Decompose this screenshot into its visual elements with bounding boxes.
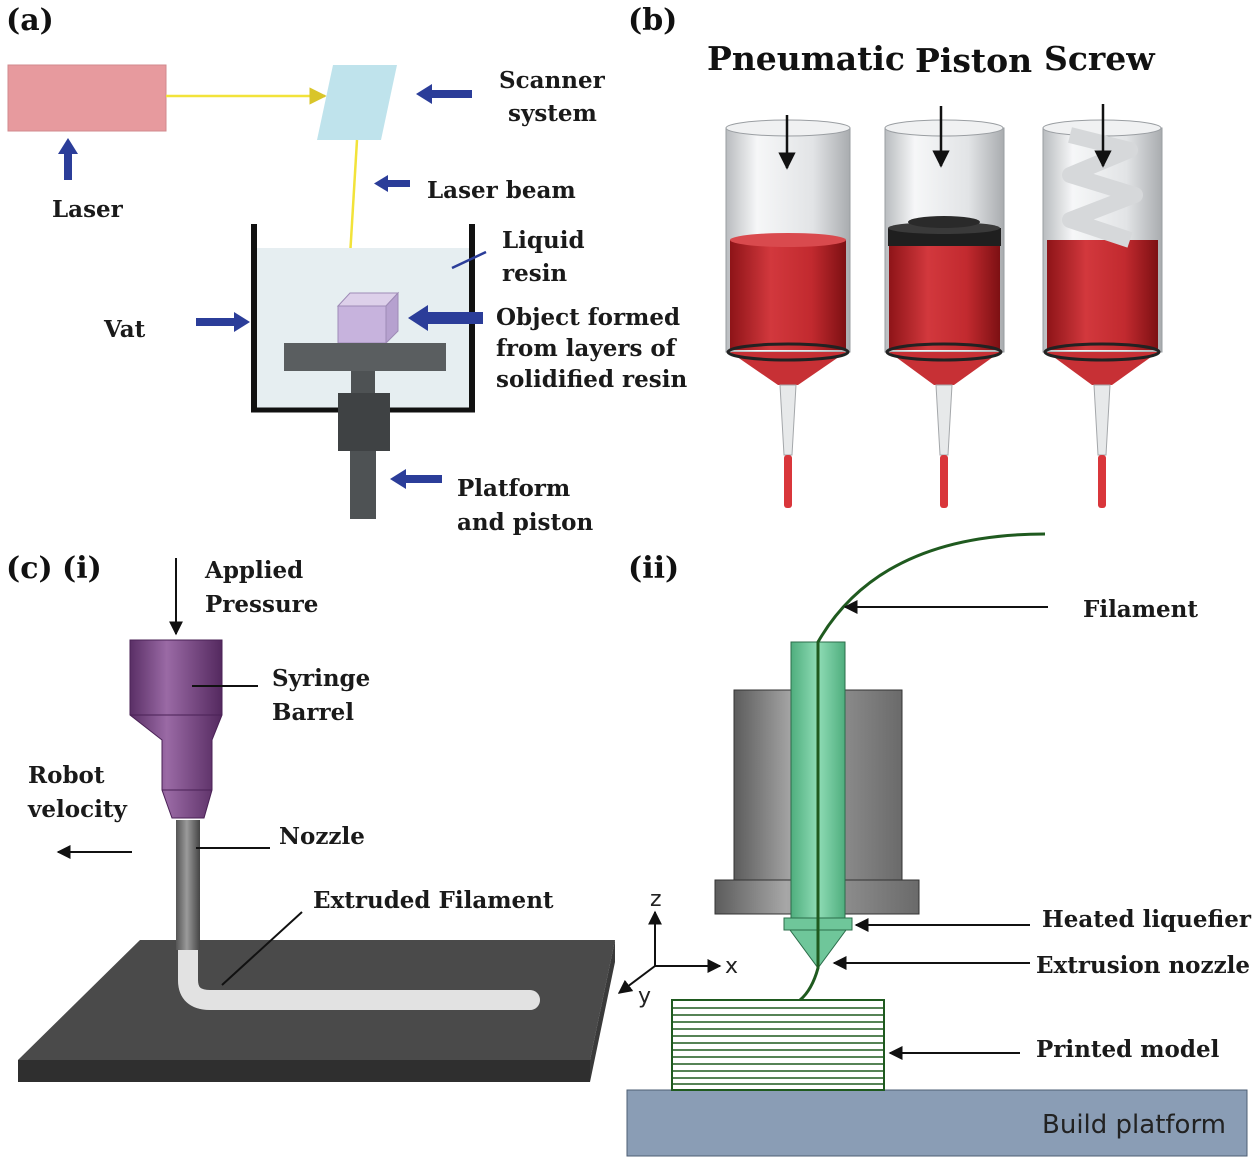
syringe-barrel <box>129 639 223 819</box>
filament-strand <box>799 532 1046 1002</box>
printed-model <box>671 999 885 1091</box>
label-object-3: solidified resin <box>496 366 687 393</box>
syringe-pneumatic <box>725 115 851 508</box>
panel-c-i: (c) (i) Applied Pressure Syringe Barrel … <box>6 551 615 1082</box>
object-cube-front <box>337 305 387 344</box>
label-extruded: Extruded Filament <box>313 887 554 914</box>
label-printed-model: Printed model <box>1036 1036 1220 1063</box>
label-screw: Screw <box>1044 39 1156 78</box>
print-bed-front <box>18 1060 590 1082</box>
label-vat: Vat <box>103 316 146 343</box>
panel-b-tag: (b) <box>628 3 677 38</box>
label-object-1: Object formed <box>496 304 680 331</box>
label-heated-liquefier: Heated liquefier <box>1042 906 1252 933</box>
label-liquid-2: resin <box>502 260 567 287</box>
axis-y-label: y <box>638 984 651 1009</box>
label-platform-1: Platform <box>457 475 570 502</box>
piston-rod-lower <box>350 451 376 519</box>
scanner-mirror <box>317 65 397 140</box>
label-scanner-1: Scanner <box>499 67 606 94</box>
extruded-filament <box>178 860 540 1010</box>
blue-arrows-a <box>58 84 487 489</box>
print-bed-side <box>590 940 615 1082</box>
label-robot-1: Robot <box>28 762 105 789</box>
label-extrusion-nozzle: Extrusion nozzle <box>1036 952 1250 979</box>
label-syringe-2: Barrel <box>272 699 354 726</box>
panel-a-tag: (a) <box>6 3 54 38</box>
panel-ii-tag: (ii) <box>628 551 679 586</box>
panel-c-sub-i: (i) <box>62 551 102 586</box>
syringe-screw <box>1042 104 1163 508</box>
nozzle-tube <box>176 820 200 950</box>
build-platform-a <box>284 343 446 371</box>
axis-x-label: x <box>725 954 738 979</box>
label-platform-2: and piston <box>457 509 593 536</box>
label-scanner-2: system <box>508 100 597 127</box>
label-applied-1: Applied <box>204 557 303 584</box>
label-laser: Laser <box>52 196 124 223</box>
label-liquid-1: Liquid <box>502 227 585 254</box>
label-laser-beam: Laser beam <box>427 177 576 204</box>
panel-c-ii: (ii) Build platform <box>617 532 1252 1157</box>
panel-c-tag: (c) <box>6 551 53 586</box>
label-syringe-1: Syringe <box>272 665 370 692</box>
xyz-axes <box>617 910 722 994</box>
panel-b: (b) Pneumatic Piston Screw <box>628 3 1163 508</box>
panel-a: (a) Laser Scanner system <box>6 3 687 536</box>
label-robot-2: velocity <box>27 796 127 823</box>
axis-z-label: z <box>650 887 662 912</box>
build-platform <box>626 1089 1248 1157</box>
syringe-piston <box>884 106 1005 508</box>
filament-leader <box>221 911 303 986</box>
label-object-2: from layers of <box>496 335 678 362</box>
laser-source <box>7 64 167 132</box>
label-build-platform: Build platform <box>1042 1110 1226 1140</box>
label-piston: Piston <box>915 41 1032 80</box>
label-nozzle: Nozzle <box>279 823 365 850</box>
label-applied-2: Pressure <box>205 591 318 618</box>
piston-collar <box>338 393 390 451</box>
label-pneumatic: Pneumatic <box>707 39 905 78</box>
label-filament: Filament <box>1083 596 1198 623</box>
